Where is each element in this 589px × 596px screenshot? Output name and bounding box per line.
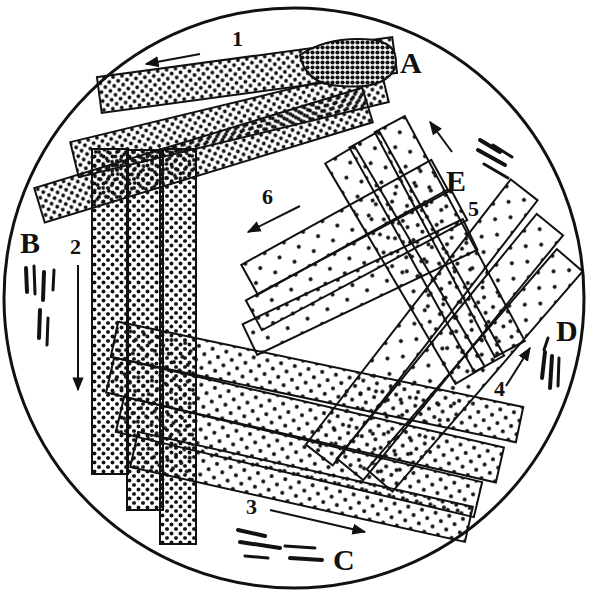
streak-number: 5 [468,198,479,220]
zone-letter: B [20,228,40,258]
zone-letter: C [333,545,355,575]
streak-number: 4 [494,378,505,400]
zone-letter: D [556,316,578,346]
dish-rim [4,8,584,588]
streak-number: 6 [262,186,273,208]
streaks [34,37,582,544]
colony-marks [26,140,559,560]
direction-arrows [78,54,530,532]
streak-number: 3 [246,496,257,518]
zone-letter: A [400,48,422,78]
zone-letter: E [446,166,466,196]
streak-number: 1 [232,28,243,50]
streak-number: 2 [70,236,81,258]
